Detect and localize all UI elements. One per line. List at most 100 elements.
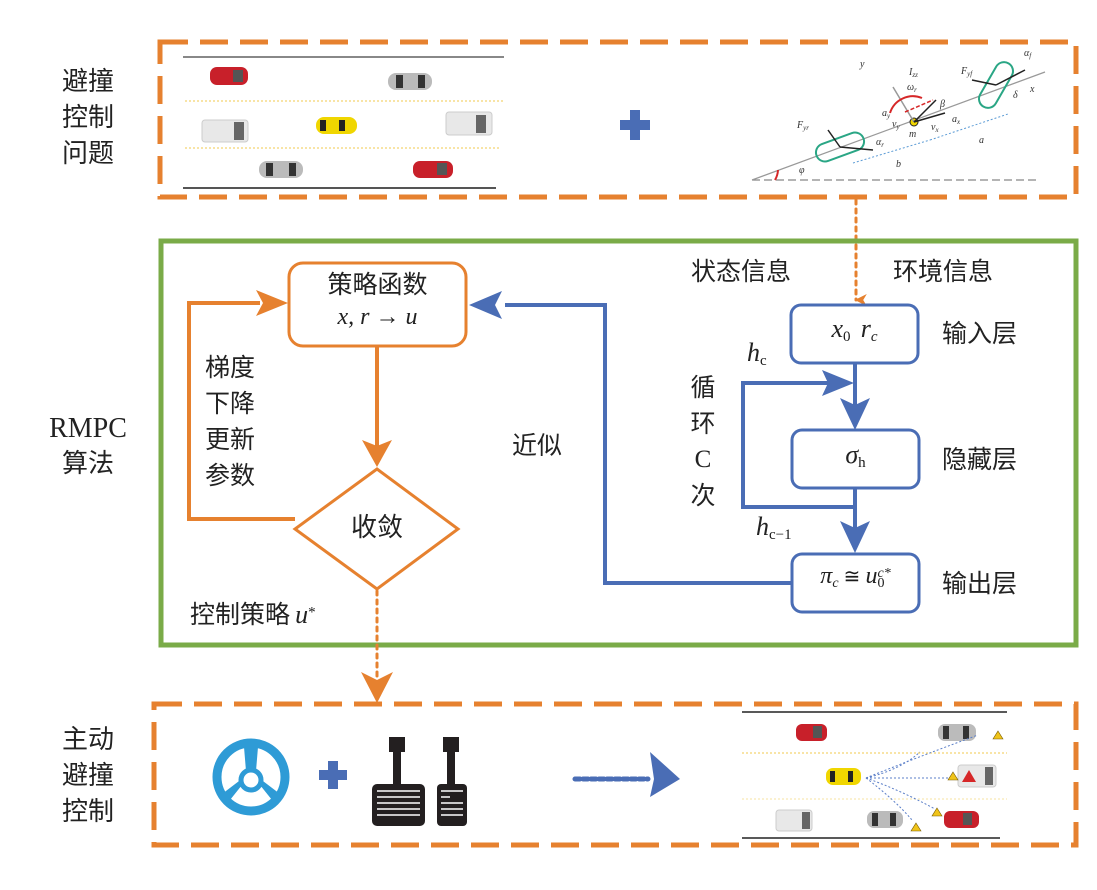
top-section-label: 避撞 控制 问题	[43, 64, 133, 172]
converge-label: 收敛	[350, 513, 403, 543]
h-c-sub: c	[760, 353, 767, 370]
svg-text:vy: vy	[892, 119, 900, 131]
h-symbol: h	[747, 338, 760, 367]
top-label-line: 控制	[61, 103, 114, 133]
svg-text:αf: αf	[1024, 48, 1032, 60]
input-layer-content: x0 rc	[791, 314, 918, 346]
plus-icon	[319, 761, 347, 789]
input-x: x	[831, 314, 844, 343]
car-red	[796, 724, 827, 741]
plus-icon	[620, 110, 650, 140]
gradient-label-line: 下降	[205, 389, 256, 418]
output-relation: ≅	[843, 564, 861, 588]
car-yellow-ego	[316, 117, 357, 134]
vehicle-dynamics-diagram: y x Izz ωr β ay ax vy vx m Fyf Fyr αf αr…	[751, 48, 1046, 181]
control-policy-symbol: u	[295, 600, 309, 629]
algorithm-label: 算法	[61, 449, 114, 479]
hidden-layer-label: 隐藏层	[942, 445, 1018, 474]
policy-function-text: 策略函数 x, r → u	[289, 268, 466, 332]
control-policy-label: 控制策略 u*	[190, 597, 316, 633]
top-label-line: 避撞	[61, 67, 114, 97]
rmpc-section-frame	[158, 238, 1079, 648]
hidden-layer-content: σh	[792, 440, 919, 472]
output-u-sub: 0	[877, 576, 885, 592]
svg-text:ωr: ωr	[907, 82, 917, 94]
recurrent-loop-arrowhead	[822, 370, 854, 396]
van-white	[201, 119, 249, 143]
car-silver	[867, 811, 903, 828]
hidden-sub: h	[858, 455, 866, 472]
bottom-label-line: 主动	[61, 725, 114, 755]
warning-icon	[931, 807, 943, 817]
loop-label-line: 次	[690, 481, 716, 510]
gradient-descent-label: 梯度 下降 更新 参数	[205, 350, 255, 494]
output-layer-box	[790, 552, 921, 614]
input-x-sub: 0	[843, 329, 851, 346]
h-c-label: hc	[747, 338, 767, 370]
warning-icon	[910, 822, 922, 832]
loop-label-line: C	[694, 446, 712, 473]
car-red	[944, 811, 979, 828]
bottom-label-line: 控制	[61, 797, 114, 827]
label-y: y	[859, 59, 865, 70]
output-pi-sub: c	[832, 576, 839, 592]
input-r-sub: c	[870, 329, 878, 346]
gradient-label-line: 参数	[205, 461, 256, 490]
approximation-label: 近似	[512, 431, 563, 460]
car-silver	[388, 73, 432, 90]
svg-text:Izz: Izz	[908, 67, 918, 79]
loop-label-line: 循	[690, 373, 716, 402]
policy-to-converge-arrowhead	[362, 440, 392, 467]
gradient-label-line: 更新	[205, 425, 256, 454]
output-pi: π	[820, 563, 833, 589]
output-layer-label: 输出层	[942, 569, 1018, 598]
gradient-label-line: 梯度	[205, 353, 256, 382]
bottom-section-label: 主动 避撞 控制	[43, 722, 133, 830]
converge-to-control-arrowhead	[361, 672, 393, 703]
warning-icon	[947, 771, 959, 781]
svg-text:δ: δ	[1013, 90, 1018, 101]
road-scene-top	[183, 56, 504, 189]
svg-text:m: m	[909, 129, 916, 140]
car-red	[413, 161, 453, 178]
loop-count-label: 循 环 C 次	[688, 370, 718, 514]
svg-text:Fyf: Fyf	[960, 66, 973, 78]
svg-text:vx: vx	[931, 122, 939, 134]
bottom-section-frame	[151, 701, 1079, 848]
policy-function-formula: x, r → u	[337, 304, 418, 330]
hidden-sigma: σ	[845, 440, 859, 469]
car-silver	[259, 161, 303, 178]
van-white	[775, 809, 813, 832]
control-policy-sup: *	[308, 604, 316, 621]
steering-wheel-icon	[212, 738, 290, 816]
top-section-frame	[157, 39, 1079, 200]
svg-text:β: β	[939, 99, 945, 110]
environment-info-label: 环境信息	[893, 257, 994, 286]
car-silver	[938, 724, 976, 741]
van-white	[445, 111, 493, 136]
approximation-arrowhead	[469, 291, 502, 319]
input-r: r	[860, 314, 871, 343]
h-symbol: h	[756, 512, 769, 541]
svg-text:αr: αr	[876, 137, 884, 149]
road-scene-bottom	[742, 711, 1007, 839]
input-layer-label: 输入层	[942, 319, 1018, 348]
h-c-minus-1-label: hc−1	[756, 512, 792, 544]
van-white-warning	[957, 764, 997, 788]
policy-function-title: 策略函数	[327, 270, 428, 299]
output-layer-content: πc ≅ u0c*	[792, 563, 919, 592]
loop-label-line: 环	[690, 409, 716, 438]
top-label-line: 问题	[61, 139, 114, 169]
svg-text:ax: ax	[952, 114, 961, 126]
svg-text:ay: ay	[882, 108, 891, 120]
output-u-sup: c*	[877, 565, 891, 581]
h-c-minus-1-sub: c−1	[769, 527, 792, 544]
state-info-label: 状态信息	[691, 257, 792, 286]
result-arrow	[572, 752, 680, 797]
gradient-loop-arrowhead	[256, 290, 288, 316]
svg-text:a: a	[979, 135, 984, 146]
input-to-hidden-arrowhead	[840, 398, 870, 430]
car-yellow-ego	[826, 768, 861, 785]
svg-text:b: b	[896, 159, 901, 170]
rmpc-label: RMPC	[49, 413, 127, 444]
